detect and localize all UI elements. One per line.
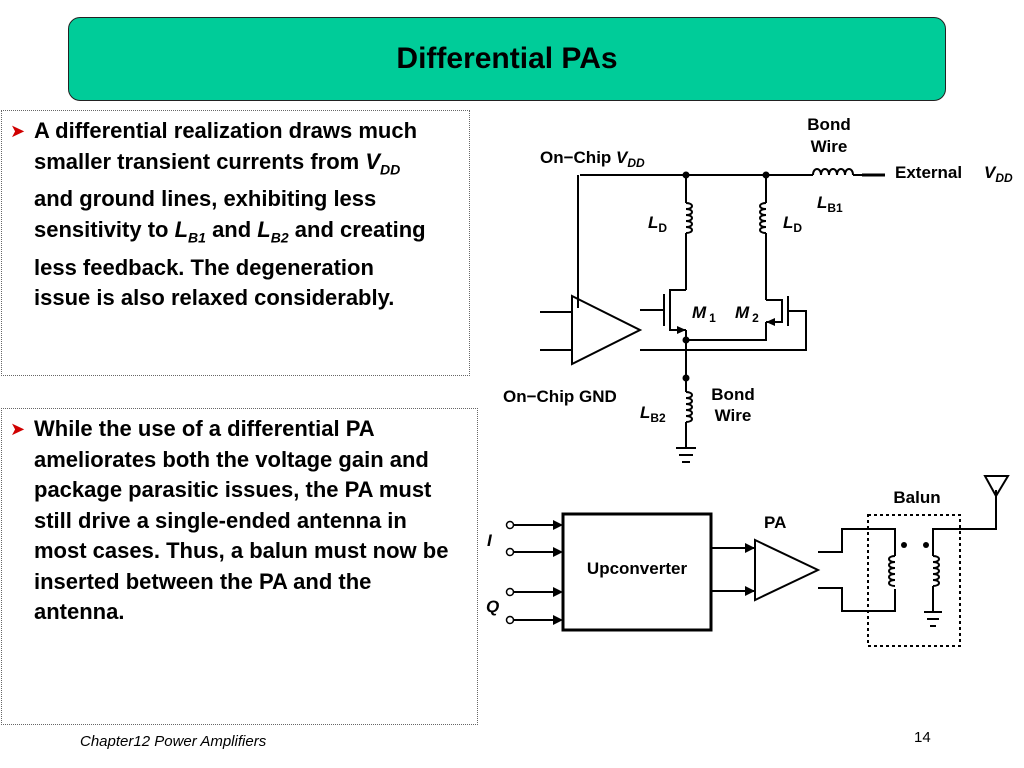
svg-text:Upconverter: Upconverter xyxy=(587,559,688,578)
bullet-2-text: While the use of a differential PA ameli… xyxy=(34,416,449,624)
svg-text:LD: LD xyxy=(648,213,667,235)
svg-text:On−Chip GND: On−Chip GND xyxy=(503,387,617,406)
bond-wire-bottom-2: Wire xyxy=(715,406,752,425)
svg-text:LB1: LB1 xyxy=(817,193,843,215)
arrow-bullet-icon: ➤ xyxy=(10,121,26,141)
svg-text:PA: PA xyxy=(764,513,786,532)
svg-text:VDD: VDD xyxy=(984,163,1013,185)
bullet-1: ➤ A differential realization draws much … xyxy=(0,116,452,314)
bond-wire-top-2: Wire xyxy=(811,137,848,156)
text-box-1 xyxy=(1,110,470,376)
svg-text:M2: M2 xyxy=(735,303,759,325)
svg-text:M1: M1 xyxy=(692,303,716,325)
svg-text:Balun: Balun xyxy=(893,488,940,507)
svg-text:On−Chip VDD: On−Chip VDD xyxy=(540,148,645,170)
svg-text:Q: Q xyxy=(486,597,499,616)
bullet-1-text: A differential realization draws much sm… xyxy=(34,118,426,311)
page-number: 14 xyxy=(914,729,931,746)
text-box-2 xyxy=(1,408,478,725)
svg-text:External: External xyxy=(895,163,962,182)
footer-chapter: Chapter12 Power Amplifiers xyxy=(80,733,267,750)
slide-title: Differential PAs xyxy=(396,42,618,75)
bullet-2: ➤ While the use of a differential PA ame… xyxy=(0,414,472,628)
bond-wire-bottom-1: Bond xyxy=(711,385,754,404)
title-bar: Differential PAs xyxy=(68,17,946,101)
svg-text:LD: LD xyxy=(783,213,802,235)
svg-text:I: I xyxy=(487,531,493,550)
svg-text:LB2: LB2 xyxy=(640,403,666,425)
bond-wire-top-1: Bond xyxy=(807,115,850,134)
arrow-bullet-icon: ➤ xyxy=(10,419,26,439)
